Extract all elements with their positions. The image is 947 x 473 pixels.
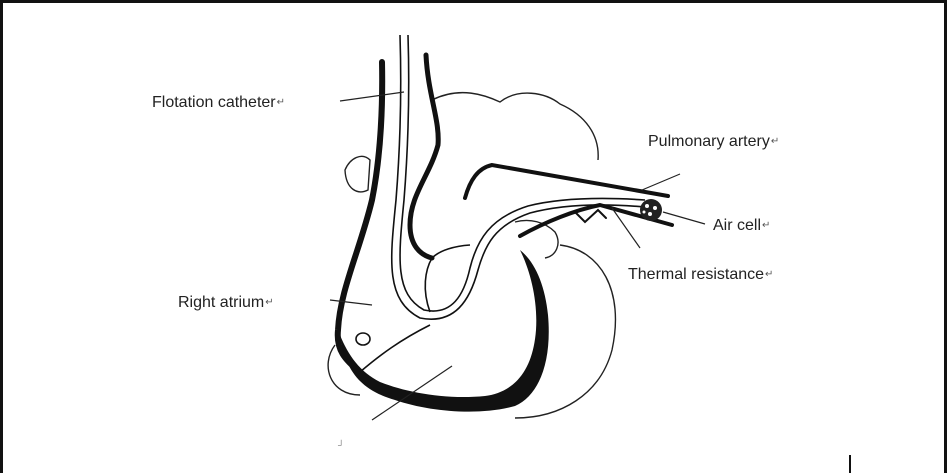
label-text: Flotation catheter <box>152 94 276 111</box>
return-mark-icon: ↵ <box>762 220 770 231</box>
right-heart-wall <box>338 55 439 372</box>
label-air-cell: Air cell↵ <box>713 217 770 235</box>
return-mark-icon: ↵ <box>265 297 273 308</box>
stray-mark: ┘ <box>338 440 344 450</box>
heart-body <box>328 93 615 418</box>
return-mark-icon: ↵ <box>277 97 285 108</box>
return-mark-icon: ↵ <box>771 136 779 147</box>
label-text: Pulmonary artery <box>648 133 770 150</box>
label-right-atrium: Right atrium↵ <box>178 294 274 312</box>
ventricle-wall <box>340 250 549 412</box>
return-mark-icon: ↵ <box>765 269 773 280</box>
text-cursor <box>849 455 851 473</box>
label-text: Thermal resistance <box>628 266 764 283</box>
septum-lines <box>356 245 470 372</box>
label-flotation-catheter: Flotation catheter↵ <box>152 94 285 112</box>
label-text: Right atrium <box>178 294 264 311</box>
label-pulmonary-artery: Pulmonary artery↵ <box>648 133 779 151</box>
label-thermal-resistance: Thermal resistance↵ <box>628 266 773 284</box>
label-text: Air cell <box>713 217 761 234</box>
air-cell-balloon <box>640 199 662 221</box>
